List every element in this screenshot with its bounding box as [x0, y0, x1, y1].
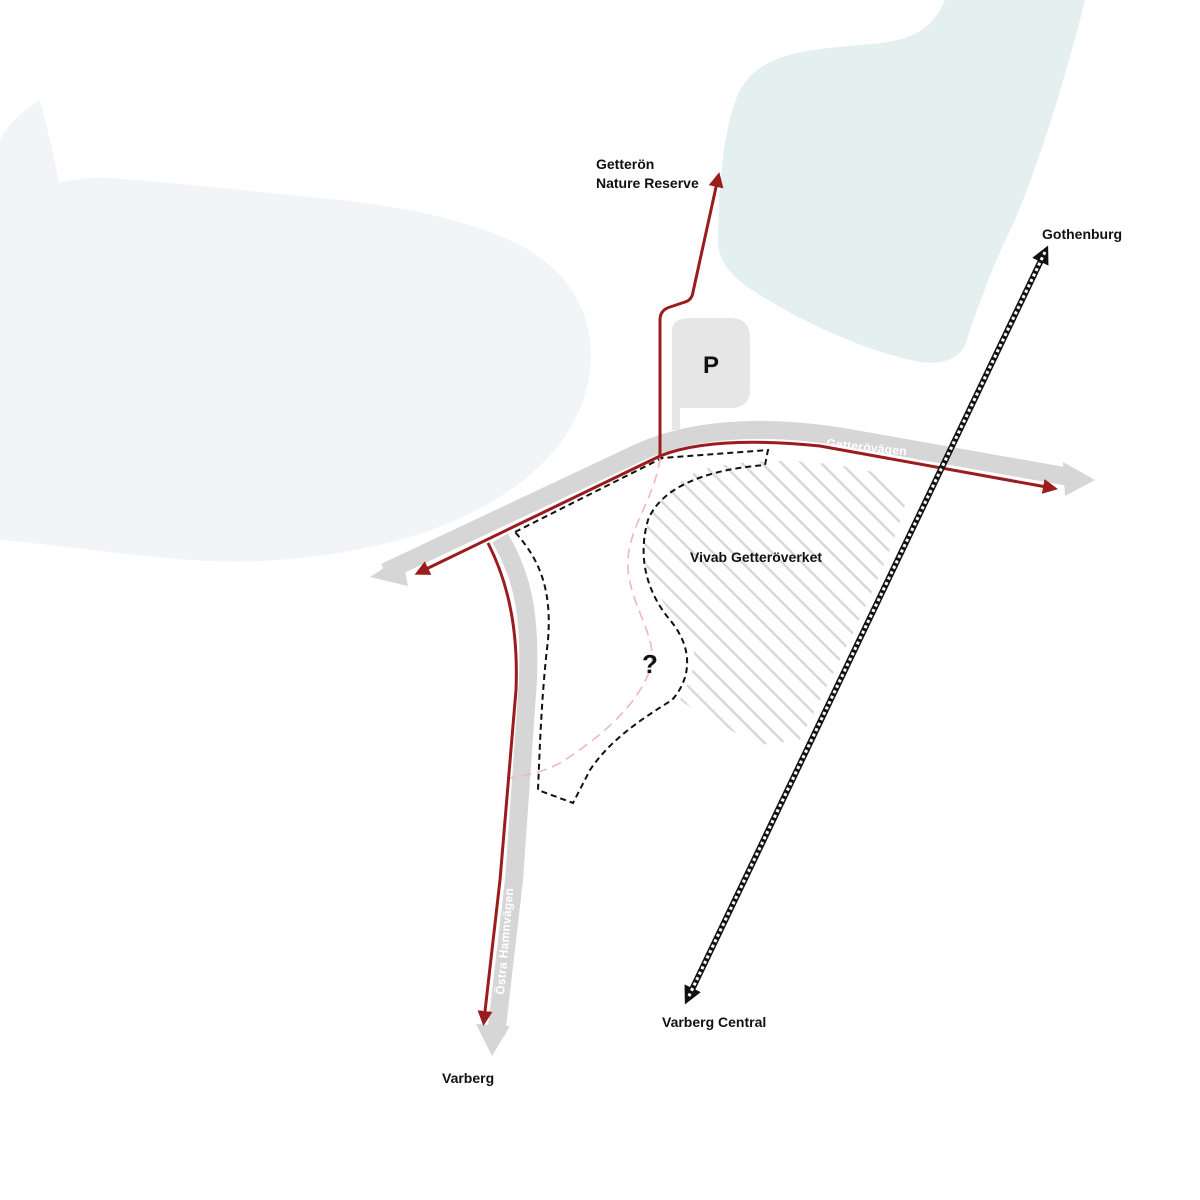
- sea-inlet: [0, 100, 60, 205]
- route-to-varberg[interactable]: [477, 542, 518, 1026]
- varberg-central-label: Varberg Central: [662, 1014, 766, 1030]
- gothenburg-label: Gothenburg: [1042, 226, 1122, 242]
- nature-reserve-water: [718, 0, 1085, 363]
- parking-icon: P: [703, 352, 719, 379]
- proposed-path: [509, 457, 661, 779]
- route-getterovagen-west[interactable]: [414, 454, 661, 575]
- getterovagen-east-arrow: [1063, 462, 1095, 496]
- site-label: Vivab Getteröverket: [690, 549, 822, 565]
- unknown-site-label: ?: [642, 649, 658, 679]
- ostra-hamnvagen-south-arrow: [476, 1024, 510, 1056]
- nature-reserve-label-line1: Getterön: [596, 156, 654, 172]
- sea-area: [0, 177, 591, 562]
- route-to-nature-reserve[interactable]: [658, 172, 724, 456]
- railway-icon: [684, 245, 1049, 1005]
- getterovagen-west-arrow: [370, 556, 408, 586]
- nature-reserve-label-line2: Nature Reserve: [596, 175, 699, 191]
- vivab-getteroverket-area: [644, 460, 905, 745]
- varberg-label: Varberg: [442, 1070, 494, 1086]
- ostra-hamnvagen-road[interactable]: [487, 533, 538, 1037]
